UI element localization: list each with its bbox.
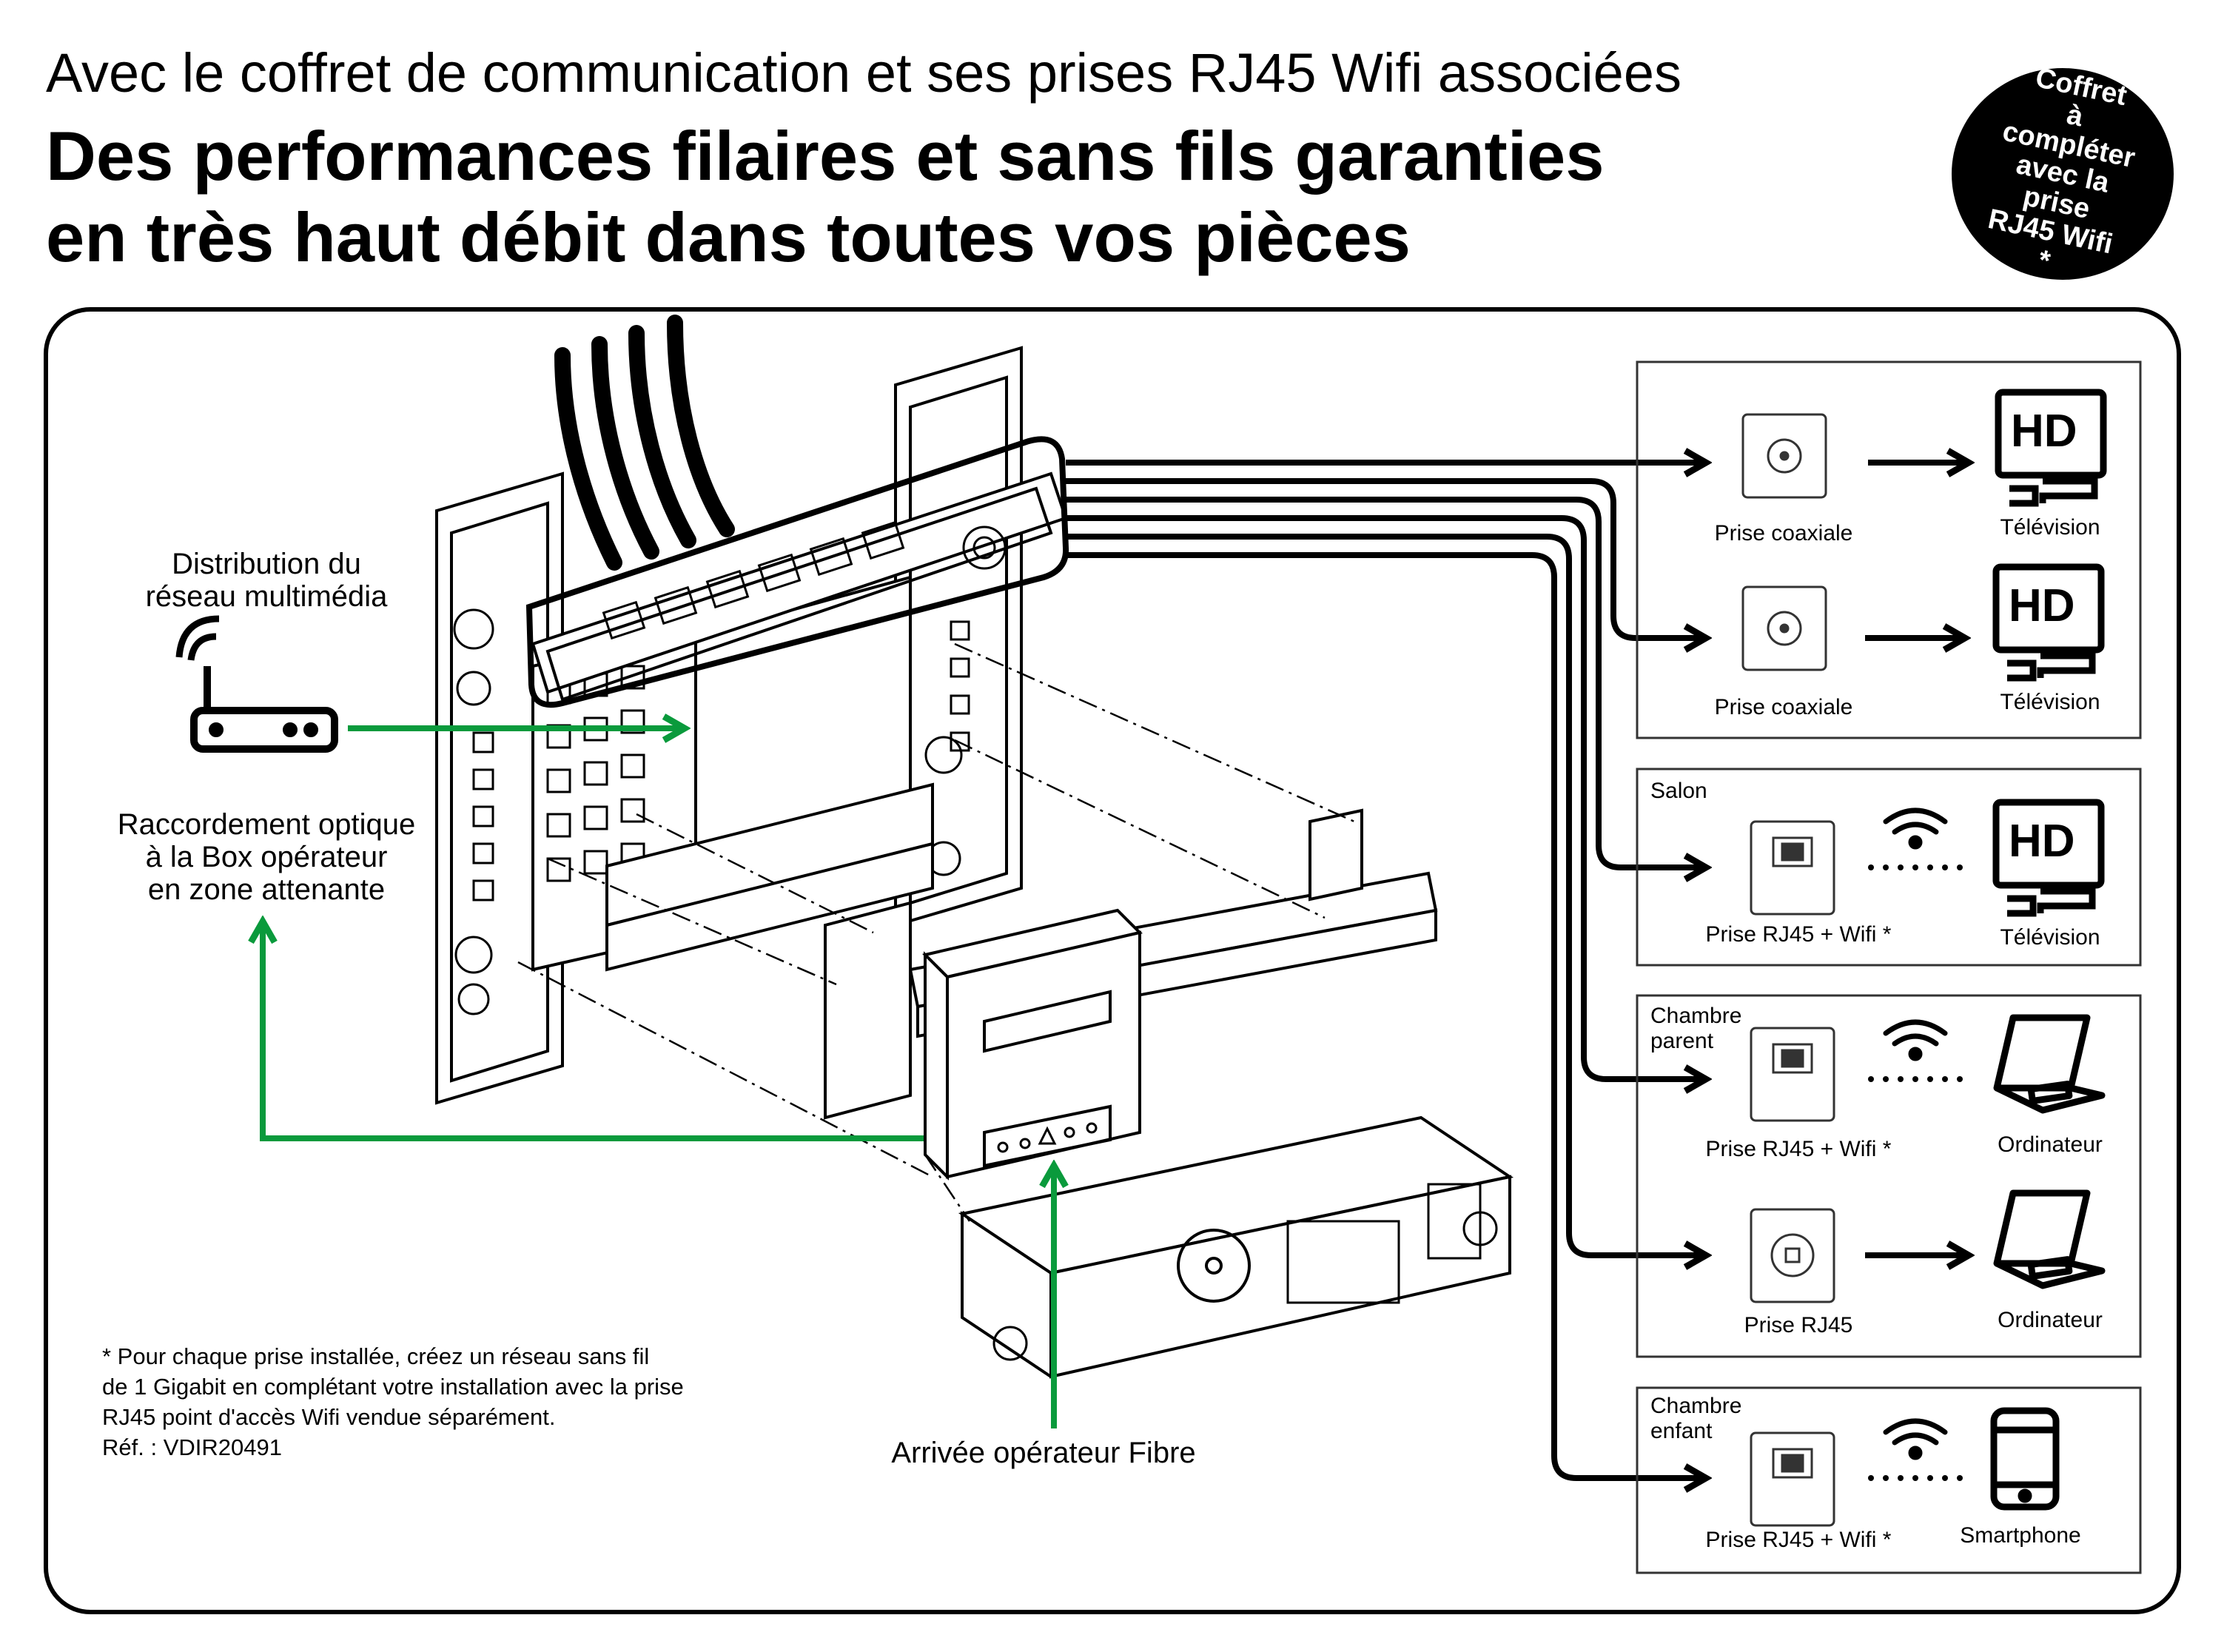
router-icon — [175, 615, 338, 753]
device-label: Ordinateur — [1998, 1308, 2103, 1332]
raccordement-label-line: Raccordement optique — [117, 808, 416, 841]
distribution-cables — [1066, 463, 1706, 1478]
hd-tv-icon — [1992, 799, 2105, 917]
hd-tv-label: HD — [2009, 580, 2075, 631]
distribution-label-line: Distribution du — [172, 548, 361, 580]
footnote-line: RJ45 point d'accès Wifi vendue séparémen… — [102, 1404, 556, 1430]
hd-tv-icon — [1995, 389, 2107, 507]
wifi-icon — [1883, 1418, 1948, 1460]
hd-tv-icon — [1992, 563, 2105, 682]
laptop-icon — [1993, 1189, 2106, 1289]
outlet-label: Prise coaxiale — [1714, 695, 1853, 719]
wifi-icon — [1883, 807, 1948, 850]
hd-tv-label: HD — [2009, 816, 2075, 867]
room-label-salon: Salon — [1650, 779, 1707, 803]
rj45-outlet-icon — [1750, 1208, 1835, 1303]
outlet-label: Prise coaxiale — [1714, 521, 1853, 545]
wifi-dotted-link — [1868, 864, 1963, 1481]
device-label: Télévision — [2000, 925, 2100, 950]
panel-chambre-parent — [1636, 994, 2142, 1358]
fibre-label: Arrivée opérateur Fibre — [891, 1437, 1196, 1469]
rj45-wifi-outlet-icon — [1750, 820, 1835, 916]
smartphone-icon — [1990, 1407, 2060, 1511]
footnote: * Pour chaque prise installée, créez un … — [102, 1341, 684, 1463]
subtitle: Avec le coffret de communication et ses … — [46, 42, 1682, 104]
room-label-chambre-enfant: Chambre enfant — [1650, 1394, 1741, 1444]
wifi-dots — [1868, 1076, 1963, 1082]
main-frame — [44, 307, 2181, 1614]
rj45-wifi-outlet-icon — [1750, 1027, 1835, 1122]
device-label: Ordinateur — [1998, 1132, 2103, 1157]
device-label: Télévision — [2000, 690, 2100, 714]
room-panels — [1636, 360, 2142, 1574]
outlet-label: Prise RJ45 + Wifi * — [1705, 922, 1892, 947]
panel-tv — [1636, 360, 2142, 739]
device-label: Télévision — [2000, 515, 2100, 540]
footnote-line: * Pour chaque prise installée, créez un … — [102, 1343, 650, 1369]
hd-tv-label: HD — [2011, 406, 2077, 457]
room-label-chambre-parent: Chambre parent — [1650, 1004, 1741, 1054]
title-line-1: Des performances filaires et sans fils g… — [46, 117, 1605, 195]
room-label-line: parent — [1650, 1029, 1714, 1053]
badge: Coffret à compléter avec la prise RJ45 W… — [1952, 62, 2174, 280]
outlet-label: Prise RJ45 + Wifi * — [1705, 1528, 1892, 1552]
wifi-dots — [1868, 1475, 1963, 1481]
wifi-dots — [1868, 864, 1963, 870]
room-label-line: Chambre — [1650, 1394, 1742, 1418]
outlet-label: Prise RJ45 — [1744, 1313, 1853, 1337]
panel-salon — [1636, 768, 2142, 967]
raccordement-label-line: en zone attenante — [147, 873, 386, 906]
raccordement-label: Raccordement optique à la Box opérateur … — [89, 808, 444, 906]
device-label: Smartphone — [1960, 1523, 2081, 1548]
room-label-line: Chambre — [1650, 1004, 1742, 1028]
distribution-label: Distribution du réseau multimédia — [118, 548, 414, 613]
footnote-line: de 1 Gigabit en complétant votre install… — [102, 1374, 684, 1400]
raccordement-label-line: à la Box opérateur — [145, 841, 388, 873]
title-line-2: en très haut débit dans toutes vos pièce… — [46, 198, 1411, 276]
laptop-icon — [1993, 1014, 2106, 1114]
panel-chambre-enfant — [1636, 1386, 2142, 1574]
distribution-label-line: réseau multimédia — [145, 580, 388, 613]
box-to-raccordement-line — [263, 921, 924, 1141]
coax-outlet-icon — [1741, 413, 1827, 499]
room-label-line: enfant — [1650, 1419, 1713, 1443]
outlet-label: Prise RJ45 + Wifi * — [1705, 1137, 1892, 1161]
footnote-line: Réf. : VDIR20491 — [102, 1434, 282, 1460]
coax-outlet-icon — [1741, 585, 1827, 671]
wifi-icon — [1883, 1019, 1948, 1061]
rj45-wifi-outlet-icon — [1750, 1431, 1835, 1527]
green-links — [263, 728, 1054, 1428]
